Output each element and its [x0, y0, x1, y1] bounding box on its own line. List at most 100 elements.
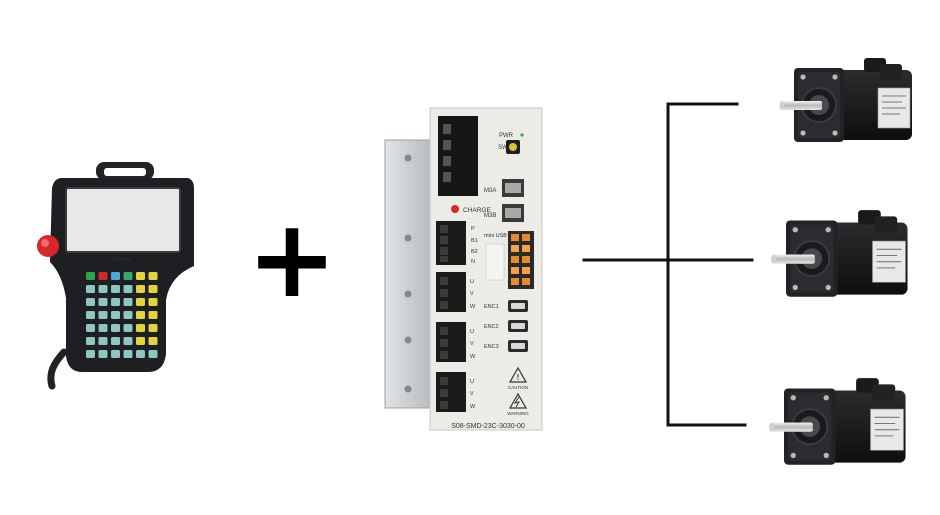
pendant-key — [148, 285, 158, 293]
io-pin — [522, 245, 530, 252]
servo-motor-1 — [778, 57, 913, 143]
pendant-key — [136, 311, 145, 319]
pendant-key — [111, 298, 120, 306]
io-pin — [522, 256, 530, 263]
wiring — [582, 102, 754, 427]
encoder-port-1: ENC1 — [484, 300, 528, 312]
pendant-key — [111, 311, 120, 319]
phase-label: W — [470, 404, 476, 410]
sw-label: SW — [498, 145, 508, 151]
pendant-key — [148, 337, 158, 345]
pwr-label: PWR — [499, 133, 514, 139]
phase-label: U — [470, 379, 474, 385]
driver-heatsink — [384, 139, 432, 409]
pendant-key — [98, 350, 108, 358]
pendant-key — [148, 324, 158, 332]
pendant-key — [123, 337, 133, 345]
pendant-key — [123, 285, 133, 293]
io-pin — [522, 234, 530, 241]
pendant-key — [123, 298, 133, 306]
pendant-key — [86, 272, 95, 280]
io-pin — [511, 278, 519, 285]
charge-led — [451, 205, 459, 213]
pendant-key — [148, 311, 158, 319]
phase-label: U — [470, 329, 474, 335]
m3a-label: M3A — [484, 188, 496, 194]
pendant-key — [136, 272, 145, 280]
plus-sign: + — [247, 197, 338, 322]
pendant-key — [123, 350, 133, 358]
svg-text:!: ! — [517, 373, 520, 382]
io-pin — [511, 234, 519, 241]
phase-terminal-2: UV W — [436, 322, 476, 362]
pendant-key — [123, 324, 133, 332]
pendant-key — [148, 272, 158, 280]
pendant-brand: Exmotec — [112, 257, 132, 263]
phase-label: W — [470, 304, 476, 310]
pendant-key — [136, 324, 145, 332]
caution-label: CAUTION — [508, 385, 528, 390]
pendant-key — [136, 350, 145, 358]
pendant-key — [86, 350, 95, 358]
pendant-key — [111, 337, 120, 345]
pendant-key — [86, 298, 95, 306]
pendant-key — [136, 285, 145, 293]
pendant-key — [86, 311, 95, 319]
phase-label: V — [470, 291, 474, 297]
warning-label: WARNING — [507, 411, 529, 416]
pendant-keypad — [86, 272, 158, 358]
io-pin — [511, 245, 519, 252]
pendant-key — [111, 272, 120, 280]
phase-terminal-1: UV W — [436, 272, 476, 312]
phase-terminal-3: UV W — [436, 372, 476, 412]
pendant-key — [98, 337, 108, 345]
pendant-key — [86, 337, 95, 345]
warning-icon — [508, 392, 528, 409]
pendant-cable — [47, 348, 68, 390]
pendant-key — [98, 272, 108, 280]
emergency-stop-button — [37, 235, 59, 257]
io-pin — [511, 256, 519, 263]
pendant-key — [148, 298, 158, 306]
m3b-label: M3B — [484, 213, 496, 219]
phase-label: W — [470, 354, 476, 360]
encoder-label: ENC1 — [484, 304, 499, 310]
brake-terminal — [436, 221, 466, 265]
phase-label: V — [470, 391, 474, 397]
pendant-screen — [65, 187, 181, 253]
phase-label: U — [470, 279, 474, 285]
pendant-key — [123, 311, 133, 319]
pendant-key — [86, 324, 95, 332]
phase-label: V — [470, 341, 474, 347]
caution-icon: ! — [508, 366, 528, 383]
pendant-key — [123, 272, 133, 280]
servo-motor-2 — [770, 209, 909, 298]
io-pin — [522, 278, 530, 285]
terminal-label: P — [471, 226, 475, 232]
encoder-port-2: ENC2 — [484, 320, 528, 332]
pendant-key — [98, 298, 108, 306]
encoder-port-3: ENC3 — [484, 340, 528, 352]
pendant-key — [98, 285, 108, 293]
pendant-key — [98, 324, 108, 332]
encoder-label: ENC2 — [484, 324, 499, 330]
pendant-key — [111, 350, 120, 358]
charge-label: CHARGE — [463, 207, 491, 214]
pendant-key — [136, 298, 145, 306]
io-pin — [522, 267, 530, 274]
model-label: S08-SMD-23C-3030-00 — [451, 423, 525, 430]
io-pin — [511, 267, 519, 274]
mini-usb-label: mini USB — [484, 233, 507, 239]
terminal-label: B2 — [471, 249, 478, 255]
pendant-key — [136, 337, 145, 345]
pendant-key — [111, 285, 120, 293]
terminal-label: N — [471, 259, 475, 265]
handheld-pendant: Exmotec — [37, 162, 194, 390]
pendant-key — [111, 324, 120, 332]
pendant-key — [98, 311, 108, 319]
terminal-label: B1 — [471, 238, 478, 244]
pendant-key — [86, 285, 95, 293]
pendant-key — [148, 350, 158, 358]
